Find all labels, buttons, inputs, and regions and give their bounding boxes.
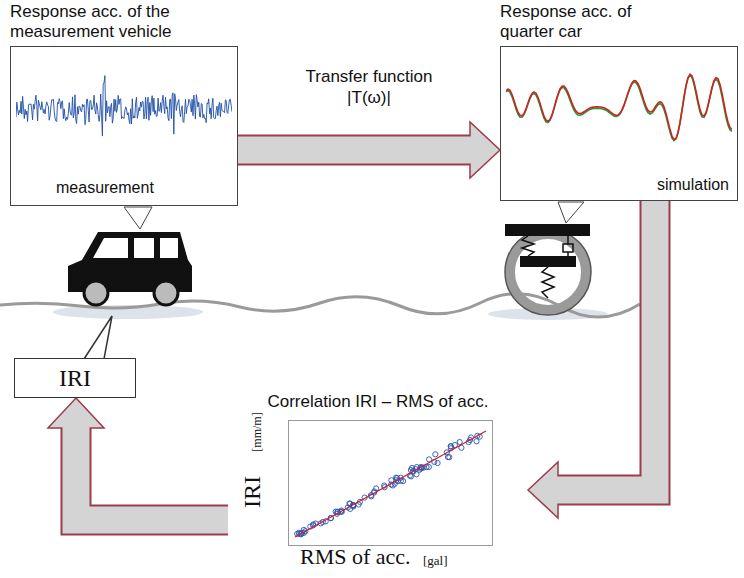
- regression-line: [295, 431, 486, 537]
- chart-box: [288, 420, 493, 546]
- arrow-body: [556, 201, 655, 490]
- sprung-mass: [505, 224, 590, 236]
- axis-label: [gal]: [423, 553, 448, 568]
- arrow-outline: [558, 201, 655, 490]
- callout-tail: [84, 316, 112, 359]
- axis-label: RMS of acc.: [300, 545, 411, 569]
- plot-box: measurement: [10, 46, 238, 206]
- measured-signal: [16, 61, 232, 145]
- tire-spring: [542, 267, 554, 298]
- signal-trace: [506, 75, 732, 140]
- arrow-body: [76, 426, 228, 520]
- car-window: [134, 238, 154, 258]
- car-window: [160, 238, 178, 258]
- car-wheel: [154, 281, 178, 305]
- callout-text: IRI: [59, 365, 91, 391]
- damper: [563, 244, 573, 252]
- arrow-head: [528, 462, 558, 518]
- signal-trace: [16, 76, 232, 137]
- arrow-head: [48, 398, 104, 428]
- suspension-spring: [522, 236, 534, 256]
- plot-panel: Response acc. of quarter car simulation: [500, 2, 738, 201]
- callout-box: IRI: [14, 358, 136, 398]
- block-arrow: [528, 201, 655, 518]
- callout-text: measurement: [56, 179, 154, 197]
- data-point: [426, 464, 431, 469]
- panel-heading: Response acc. of the measurement vehicle: [10, 2, 210, 42]
- callout-tail: [558, 202, 584, 223]
- callout-text: simulation: [657, 176, 729, 194]
- simulated-signal: [506, 53, 732, 157]
- signal-trace: [506, 74, 732, 139]
- car-window: [93, 238, 128, 258]
- edge-label: Transfer function |T(ω)|: [289, 66, 449, 108]
- arrow-outline: [76, 428, 228, 520]
- data-point: [435, 460, 440, 465]
- panel-heading: Response acc. of quarter car: [500, 2, 650, 42]
- data-point: [433, 452, 438, 457]
- data-point: [457, 439, 462, 444]
- callout-tail: [124, 207, 152, 229]
- data-point: [474, 439, 479, 444]
- damper: [567, 252, 569, 256]
- axis-label: [mm/m]: [250, 412, 264, 451]
- arrow-head: [470, 122, 500, 178]
- tire-outline: [505, 229, 591, 315]
- block-arrow: [48, 398, 228, 520]
- unsprung-mass: [520, 256, 576, 267]
- plot-box: simulation: [500, 46, 738, 201]
- block-arrow: [238, 122, 500, 178]
- scatter-plot: [289, 421, 492, 545]
- car-wheel: [84, 281, 108, 305]
- damper: [567, 236, 569, 244]
- axis-label: IRI: [239, 476, 265, 508]
- tire: [510, 234, 586, 310]
- chart-title: Correlation IRI – RMS of acc.: [228, 392, 528, 412]
- plot-panel: Response acc. of the measurement vehicle…: [10, 2, 238, 206]
- arrow-body: [238, 137, 472, 164]
